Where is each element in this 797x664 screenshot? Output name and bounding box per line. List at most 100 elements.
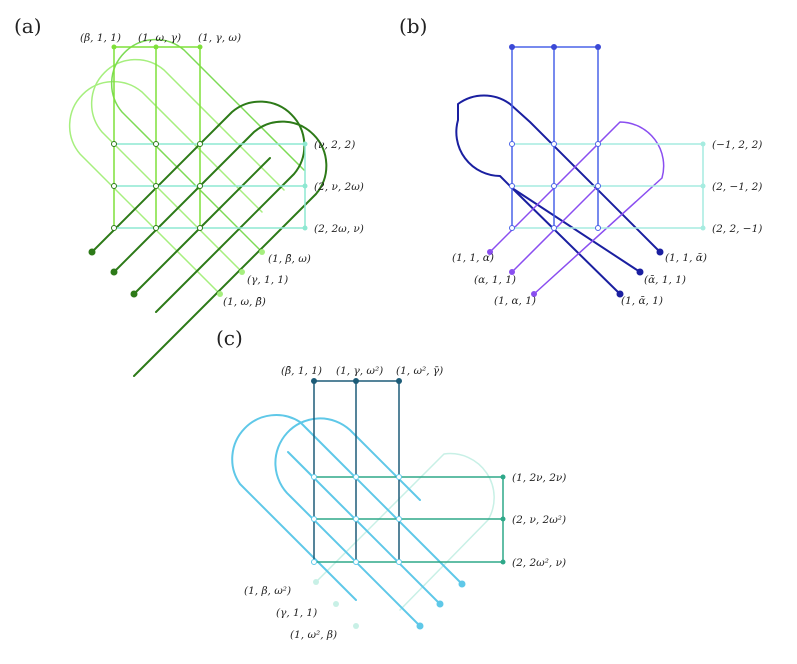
node (313, 579, 319, 585)
node (311, 516, 317, 522)
panel-b-label: (b) (399, 14, 427, 38)
node (509, 225, 515, 231)
panel-a-loop-2 (90, 58, 285, 273)
node (396, 378, 402, 384)
panel-b-nodes (487, 44, 706, 298)
node (396, 559, 402, 565)
node (700, 225, 706, 231)
node (551, 183, 557, 189)
panel-c-right-label-3: (2, 2ω², ν) (512, 557, 566, 569)
node (130, 290, 138, 298)
node (636, 268, 644, 276)
node (487, 249, 493, 255)
panel-a-dark-loop-1 (91, 100, 306, 313)
node (551, 225, 557, 231)
panel-b-purple-loop (489, 121, 665, 295)
panel-c-left-label-2: (γ, 1, 1) (276, 607, 317, 619)
node (700, 183, 706, 189)
node (197, 141, 203, 147)
panel-a-right-label-1: (ν, 2, 2) (314, 139, 355, 151)
panel-b-left-label-3: (1, α, 1) (494, 295, 536, 307)
panel-c-label: (c) (216, 326, 243, 350)
node (333, 601, 339, 607)
node (153, 183, 159, 189)
node (302, 183, 308, 189)
panel-c-top-label-2: (1, γ, ω²) (336, 365, 383, 377)
node (509, 44, 515, 50)
panel-c-left-label-1: (1, β, ω²) (244, 585, 291, 597)
node (111, 141, 117, 147)
panel-b-corner-label-1: (1, 1, ᾱ) (665, 252, 707, 264)
panel-b-right-label-3: (2, 2, −1) (712, 223, 762, 235)
node (111, 225, 117, 231)
panel-c-top-label-3: (1, ω², γ̄) (396, 365, 443, 377)
panel-a-top-label-2: (1, ω, γ) (138, 32, 181, 44)
panel-c-right-label-1: (1, 2ν, 2ν) (512, 472, 566, 484)
panel-c-pale-loop (315, 452, 495, 611)
node (396, 474, 402, 480)
node (197, 225, 203, 231)
node (396, 516, 402, 522)
panel-c-right-label-2: (2, ν, 2ω²) (512, 514, 566, 526)
panel-a-corner-label-1: (1, β̄, ω) (268, 253, 311, 265)
node (616, 290, 624, 298)
node (197, 183, 203, 189)
node (353, 559, 359, 565)
node (416, 622, 424, 630)
node (239, 269, 245, 275)
panel-a-top-label-3: (1, γ, ω) (198, 32, 241, 44)
node (353, 623, 359, 629)
panel-c-cyan-loop-2 (287, 451, 441, 605)
panel-b: (b) (399, 14, 762, 307)
node (353, 378, 359, 384)
node (656, 248, 664, 256)
panel-a: (a) (14, 14, 364, 377)
panel-c-nodes (311, 378, 506, 630)
node (500, 516, 506, 522)
panel-a-corner-label-2: (γ, 1, 1) (247, 274, 288, 286)
node (153, 141, 159, 147)
node (311, 559, 317, 565)
node (311, 378, 317, 384)
panel-a-corner-label-3: (1, ω, β̄) (223, 296, 266, 308)
node (436, 600, 444, 608)
node (551, 141, 557, 147)
panel-c-cyan-loop-3 (274, 417, 421, 627)
panel-a-right-label-3: (2, 2ω, ν) (314, 223, 364, 235)
panel-c-left-label-3: (1, ω², β) (290, 629, 337, 641)
node (302, 141, 308, 147)
node (500, 474, 506, 480)
panel-c-top-label-1: (β̄, 1, 1) (281, 365, 322, 377)
node (595, 141, 601, 147)
panel-b-right-label-2: (2, −1, 2) (712, 181, 762, 193)
panel-a-nodes (88, 44, 308, 298)
node (531, 291, 537, 297)
panel-c: (c) (216, 326, 566, 641)
node (302, 225, 308, 231)
node (88, 248, 96, 256)
node (311, 474, 317, 480)
panel-a-loop-1 (68, 80, 263, 295)
node (197, 44, 203, 50)
node (353, 516, 359, 522)
panel-b-right-label-1: (−1, 2, 2) (712, 139, 762, 151)
node (551, 44, 557, 50)
node (111, 44, 117, 50)
panel-b-left-label-1: (1, 1, α) (452, 252, 494, 264)
panel-b-dark-loop-1 (455, 94, 661, 273)
node (353, 474, 359, 480)
node (509, 141, 515, 147)
panel-b-dark-loop-2 (511, 187, 621, 295)
node (595, 44, 601, 50)
node (509, 269, 515, 275)
panel-c-cyan-loop-1 (231, 414, 463, 601)
node (500, 559, 506, 565)
node (700, 141, 706, 147)
panel-b-left-label-2: (α, 1, 1) (474, 274, 516, 286)
node (217, 291, 223, 297)
panel-a-right-label-2: (2, ν, 2ω) (314, 181, 364, 193)
node (595, 183, 601, 189)
node (153, 225, 159, 231)
panel-a-dark-loop-2 (113, 120, 328, 377)
